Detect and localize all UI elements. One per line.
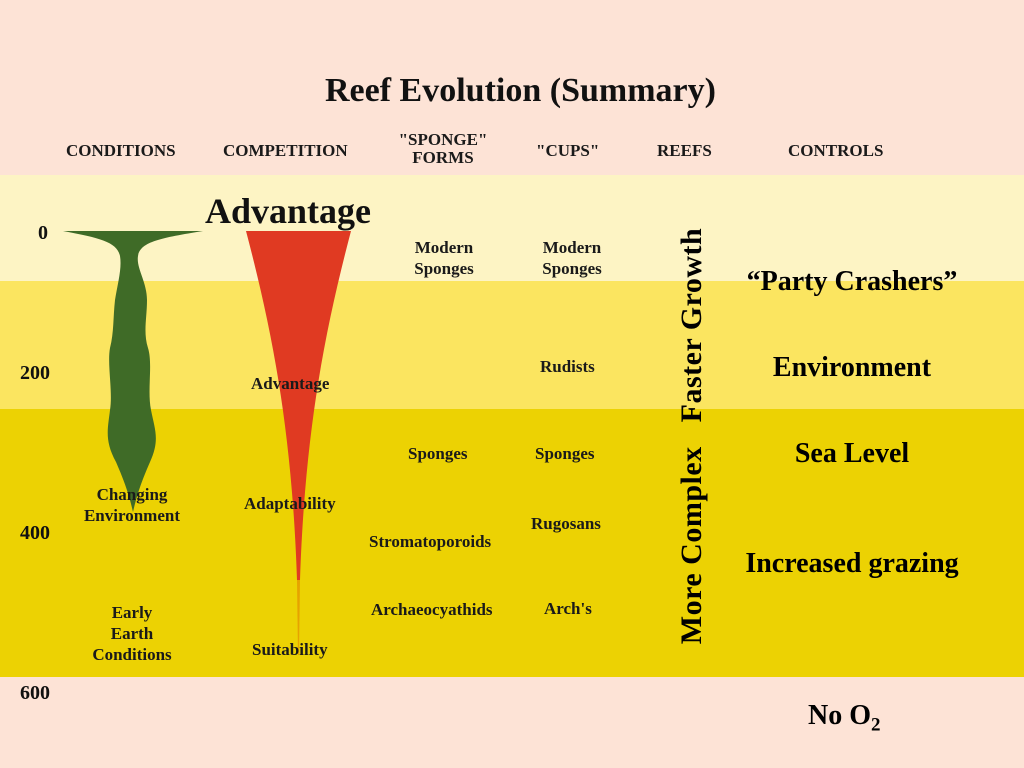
controls-sea-level: Sea Level — [794, 438, 910, 469]
controls-party-crashers: “Party Crashers” — [746, 266, 958, 297]
header-controls: CONTROLS — [788, 141, 884, 160]
conditions-early-line1: Early — [111, 603, 153, 622]
header-reefs: REEFS — [657, 141, 712, 160]
competition-adaptability: Adaptability — [244, 494, 336, 513]
controls-no-o2-subscript: 2 — [871, 714, 881, 736]
axis-tick-0: 0 — [38, 222, 48, 244]
cups-sponges: Sponges — [535, 444, 595, 463]
conditions-changing-environment: Changing Environment — [66, 484, 198, 526]
band-light — [0, 175, 1024, 281]
reefs-more-complex: More Complex — [675, 446, 708, 645]
controls-environment: Environment — [772, 352, 932, 383]
header-cups: "CUPS" — [536, 141, 600, 160]
reefs-faster-growth: Faster Growth — [675, 227, 708, 423]
cups-rugosans: Rugosans — [531, 514, 601, 533]
band-dark — [0, 409, 1024, 677]
conditions-early-earth: Early Earth Conditions — [72, 602, 192, 665]
conditions-early-line3: Conditions — [92, 645, 172, 664]
header-sponge-forms-line2: FORMS — [412, 148, 474, 167]
competition-shape — [246, 231, 351, 580]
sponge-forms-modern: Modern Sponges — [394, 237, 494, 279]
cups-modern-line2: Sponges — [542, 259, 602, 278]
controls-no-o2: No O2 — [808, 700, 881, 737]
competition-suitability: Suitability — [252, 640, 328, 659]
competition-shape-thin — [297, 580, 300, 655]
cups-modern-line1: Modern — [542, 238, 602, 257]
sponge-forms-sponges: Sponges — [408, 444, 468, 463]
cups-rudists: Rudists — [540, 357, 595, 376]
reefs-vertical-label: More Complex Faster Growth — [675, 228, 709, 644]
competition-advantage-top: Advantage — [205, 191, 372, 231]
sponge-forms-modern-line1: Modern — [414, 238, 474, 257]
axis-tick-200: 200 — [20, 362, 50, 384]
conditions-early-line2: Earth — [110, 624, 154, 643]
controls-no-o2-text: No O — [808, 700, 871, 731]
competition-advantage-mid: Advantage — [251, 374, 330, 393]
header-conditions: CONDITIONS — [66, 141, 176, 160]
page-title: Reef Evolution (Summary) — [325, 72, 716, 109]
sponge-forms-modern-line2: Sponges — [414, 259, 474, 278]
sponge-forms-archaeocyathids: Archaeocyathids — [371, 600, 493, 619]
conditions-changing-line2: Environment — [83, 506, 181, 525]
reefs-gap — [675, 422, 708, 446]
axis-tick-600: 600 — [20, 682, 50, 704]
controls-increased-grazing: Increased grazing — [745, 548, 959, 579]
conditions-shape — [63, 231, 203, 512]
header-competition: COMPETITION — [223, 141, 348, 160]
header-sponge-forms: "SPONGE" FORMS — [387, 131, 499, 167]
conditions-changing-line1: Changing — [96, 485, 168, 504]
sponge-forms-stromatoporoids: Stromatoporoids — [369, 532, 492, 551]
cups-archs: Arch's — [544, 599, 592, 618]
band-mid — [0, 281, 1024, 409]
cups-modern: Modern Sponges — [522, 237, 622, 279]
axis-tick-400: 400 — [20, 522, 50, 544]
header-sponge-forms-line1: "SPONGE" — [398, 130, 488, 149]
